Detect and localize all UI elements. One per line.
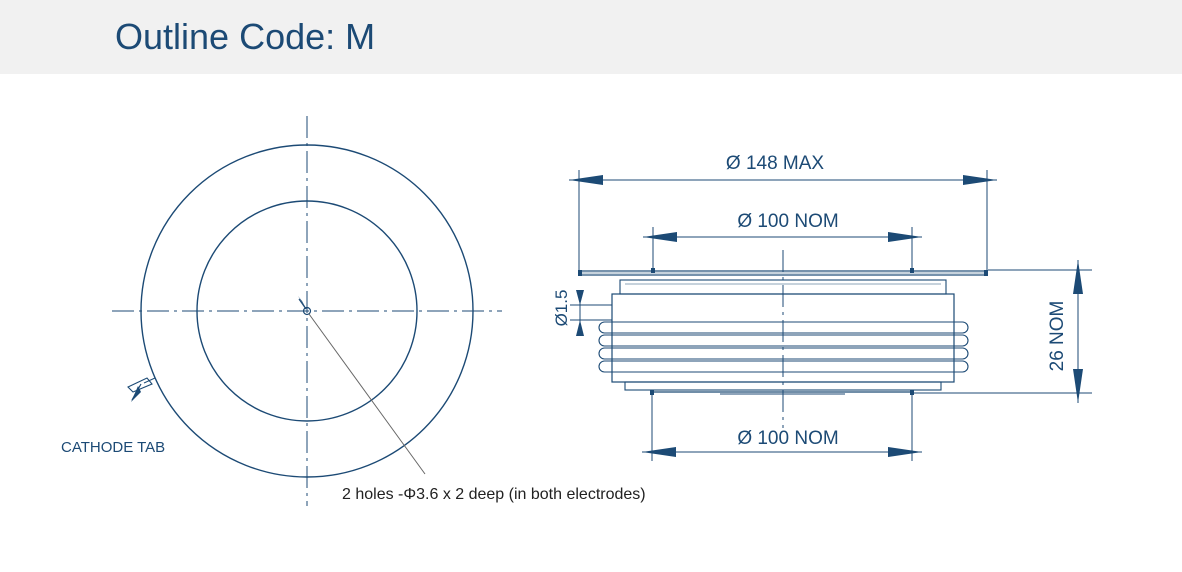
lower-electrode-step: [624, 381, 942, 391]
cathode-tab-label: CATHODE TAB: [61, 439, 165, 456]
overall-diameter-label: Ø 148 MAX: [726, 153, 825, 174]
cathode-tab: [127, 377, 156, 402]
housing-sheds: [598, 321, 969, 373]
holes-note-label: 2 holes -Φ3.6 x 2 deep (in both electrod…: [342, 486, 646, 503]
header-bar: Outline Code: M: [0, 0, 1182, 74]
flange-thickness-label: Ø1.5: [552, 290, 571, 327]
side-view: [578, 250, 988, 428]
outer-flange-circle: [140, 144, 474, 478]
page-title: Outline Code: M: [115, 16, 376, 57]
center-hole: [302, 306, 312, 316]
top-electrode-diameter-label: Ø 100 NOM: [737, 211, 838, 232]
hole-leader-arrow: [298, 298, 307, 310]
hole-note-leader: [308, 313, 426, 475]
electrode-circle: [196, 200, 418, 422]
bottom-electrode-diameter-label: Ø 100 NOM: [737, 428, 838, 449]
dimensions: [569, 170, 1092, 461]
height-label: 26 NOM: [1047, 301, 1068, 372]
top-view: [112, 116, 502, 506]
